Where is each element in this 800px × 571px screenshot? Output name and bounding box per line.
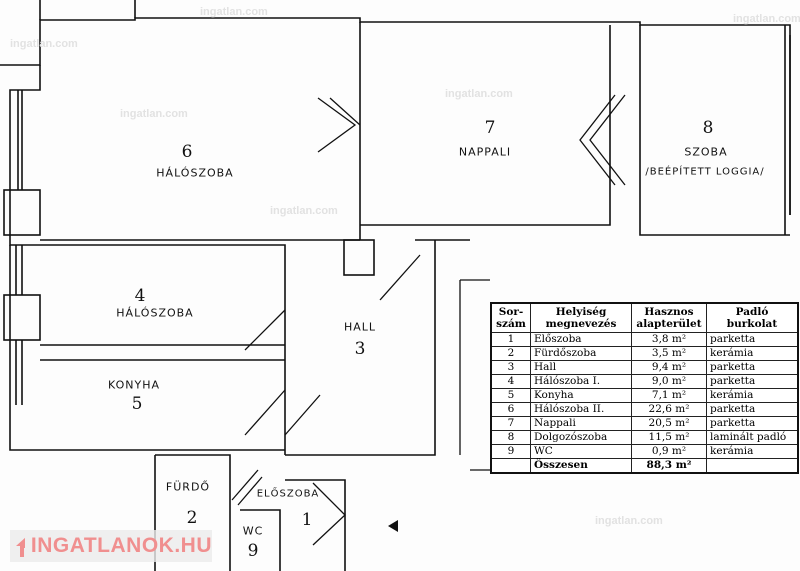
row-room: Fürdőszoba — [530, 346, 632, 361]
row-area: 7,1 m² — [631, 388, 707, 403]
row-number: 7 — [490, 416, 531, 431]
header-area: Hasznos alapterület — [631, 302, 707, 333]
room-4-name: HÁLÓSZOBA — [116, 306, 194, 320]
header-floor: Padló burkolat — [706, 302, 799, 333]
room-7-number: 7 — [484, 118, 496, 138]
room-5-number: 5 — [131, 394, 143, 414]
watermark: ingatlan.com — [10, 38, 78, 50]
room-2-number: 2 — [186, 508, 198, 528]
table-header-row: Sor-szám Helyiség megnevezés Hasznos ala… — [490, 302, 799, 333]
watermark: ingatlan.com — [200, 6, 268, 18]
room-8-number: 8 — [702, 118, 714, 138]
row-room: Hall — [530, 360, 632, 375]
row-floor: kerámia — [706, 444, 799, 459]
room-3-number: 3 — [354, 339, 366, 359]
row-floor: parketta — [706, 374, 799, 389]
row-number: 4 — [490, 374, 531, 389]
row-number: 9 — [490, 444, 531, 459]
row-floor: kerámia — [706, 346, 799, 361]
row-number: 3 — [490, 360, 531, 375]
row-room: Hálószoba I. — [530, 374, 632, 389]
row-room: Hálószoba II. — [530, 402, 632, 417]
row-number: 2 — [490, 346, 531, 361]
room-3-name: HALL — [343, 320, 377, 334]
logo-text: INGATLANOK.HU — [30, 534, 212, 557]
room-8-note: /BEÉPÍTETT LOGGIA/ — [645, 166, 765, 178]
row-room: Előszoba — [530, 332, 632, 347]
row-area: 9,4 m² — [631, 360, 707, 375]
row-area: 22,6 m² — [631, 402, 707, 417]
watermark: ingatlan.com — [270, 205, 338, 217]
room-1-number: 1 — [301, 510, 313, 530]
entrance-arrow-icon — [388, 520, 398, 532]
header-number: Sor-szám — [490, 302, 531, 333]
total-value: 88,3 m² — [631, 458, 707, 474]
row-floor: parketta — [706, 402, 799, 417]
room-6-name: HÁLÓSZOBA — [156, 166, 234, 180]
watermark: ingatlan.com — [595, 515, 663, 527]
row-room: Nappali — [530, 416, 632, 431]
row-number: 1 — [490, 332, 531, 347]
row-floor: parketta — [706, 332, 799, 347]
row-floor: kerámia — [706, 388, 799, 403]
room-2-name: FÜRDŐ — [165, 480, 211, 494]
room-1-name: ELŐSZOBA — [256, 488, 320, 500]
room-5-name: KONYHA — [107, 378, 161, 392]
total-empty — [706, 458, 799, 474]
row-floor: parketta — [706, 416, 799, 431]
room-8-name: SZOBA — [684, 145, 728, 159]
watermark: ingatlan.com — [445, 88, 513, 100]
room-7-name: NAPPALI — [458, 145, 512, 159]
room-4-number: 4 — [134, 286, 146, 306]
area-table: Sor-szám Helyiség megnevezés Hasznos ala… — [490, 302, 799, 474]
row-room: Konyha — [530, 388, 632, 403]
room-9-name: WC — [242, 524, 264, 538]
ingatlanok-logo: INGATLANOK.HU — [10, 530, 212, 562]
header-room: Helyiség megnevezés — [530, 302, 632, 333]
row-area: 20,5 m² — [631, 416, 707, 431]
house-icon — [16, 537, 25, 557]
room-9-number: 9 — [247, 541, 259, 561]
row-area: 3,5 m² — [631, 346, 707, 361]
row-room: Dolgozószoba — [530, 430, 632, 445]
row-number: 5 — [490, 388, 531, 403]
row-area: 9,0 m² — [631, 374, 707, 389]
row-area: 0,9 m² — [631, 444, 707, 459]
row-area: 11,5 m² — [631, 430, 707, 445]
row-area: 3,8 m² — [631, 332, 707, 347]
row-floor: laminált padló — [706, 430, 799, 445]
row-number: 8 — [490, 430, 531, 445]
row-floor: parketta — [706, 360, 799, 375]
total-label: Összesen — [530, 458, 632, 474]
watermark: ingatlan.com — [733, 13, 800, 25]
room-6-number: 6 — [181, 142, 193, 162]
row-number: 6 — [490, 402, 531, 417]
total-empty — [490, 458, 531, 474]
row-room: WC — [530, 444, 632, 459]
watermark: ingatlan.com — [120, 108, 188, 120]
